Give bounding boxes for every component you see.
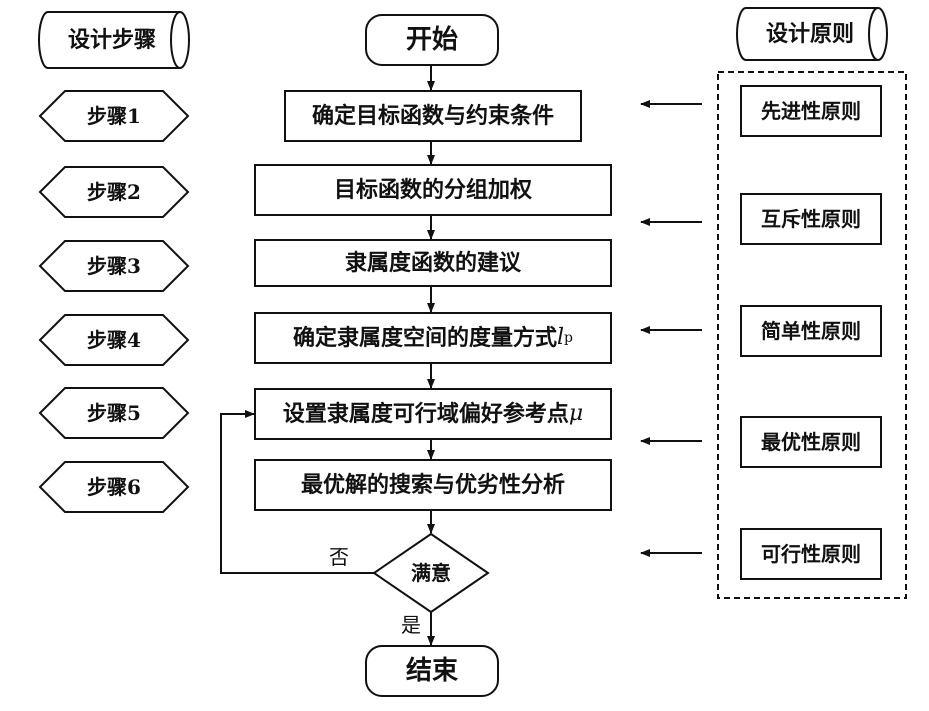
step-label-6: 步骤6	[87, 475, 141, 499]
yes-label: 是	[401, 613, 421, 637]
no-label: 否	[329, 545, 349, 569]
step-label-3: 步骤3	[87, 254, 141, 278]
box1-shape	[284, 90, 582, 142]
step-label-1: 步骤1	[87, 104, 141, 128]
principle-label-3: 简单性原则	[761, 319, 861, 343]
step-label-5: 步骤5	[87, 401, 141, 425]
flow-box-4-subscript: p	[564, 330, 574, 346]
start-label: 开始	[405, 25, 458, 55]
flow-box-6: 最优解的搜索与优劣性分析	[300, 472, 565, 498]
step-label-4: 步骤4	[87, 328, 141, 352]
end-label: 结束	[405, 656, 458, 686]
box5-shape	[254, 388, 612, 440]
principle-label-5: 可行性原则	[761, 542, 861, 566]
flow-box-1: 确定目标函数与约束条件	[311, 103, 554, 129]
step-label-2: 步骤2	[87, 180, 141, 204]
box3-shape	[254, 239, 612, 287]
flow-box-5-symbol: μ	[568, 401, 584, 426]
box2-shape	[254, 164, 612, 216]
principle-label-1: 先进性原则	[761, 99, 861, 123]
flow-box-5-text: 设置隶属度可行域偏好参考点	[282, 401, 569, 427]
principle-label-2: 互斥性原则	[761, 207, 861, 231]
flow-box-3: 隶属度函数的建议	[344, 250, 521, 276]
principle-label-4: 最优性原则	[761, 430, 861, 454]
flow-box-4-text: 确定隶属度空间的度量方式	[292, 325, 557, 351]
decision-label: 满意	[411, 561, 451, 585]
end-terminal-shape	[365, 645, 499, 697]
flow-box-2: 目标函数的分组加权	[333, 177, 532, 203]
box6-shape	[254, 459, 612, 511]
box4-shape	[254, 312, 612, 364]
steps-header: 设计步骤	[67, 27, 156, 53]
principles-container	[717, 71, 907, 599]
flow-box-4-symbol: l	[557, 325, 565, 350]
principles-header: 设计原则	[765, 21, 854, 47]
